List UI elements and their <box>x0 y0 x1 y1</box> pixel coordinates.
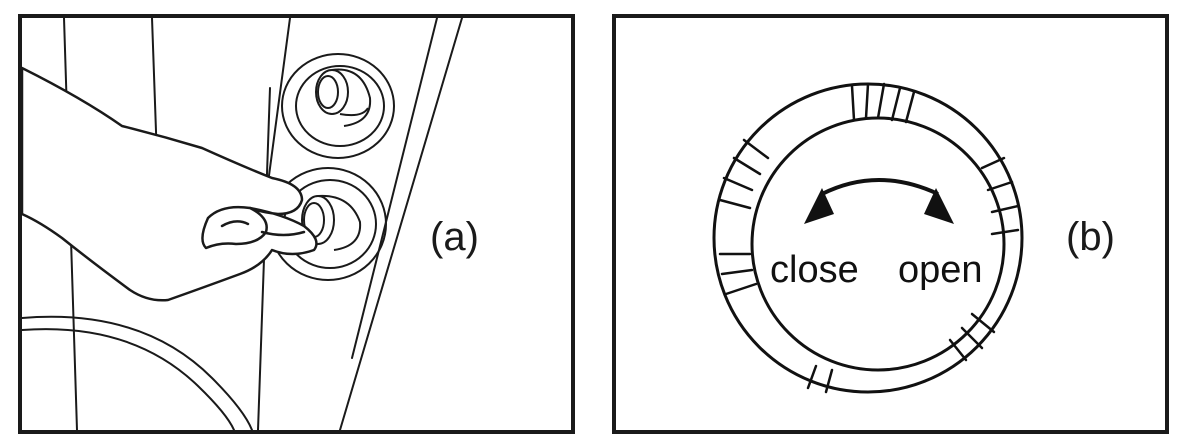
cabinet-edge-line <box>339 18 463 430</box>
panel-b-label: (b) <box>1066 215 1115 259</box>
panel-a-drawing: (a) <box>22 18 479 430</box>
rotate-arrow <box>804 178 954 224</box>
hand <box>22 66 318 302</box>
cabinet-edge-line <box>351 18 438 359</box>
arrow-head-left <box>804 188 834 224</box>
cabinet-edge-line <box>265 18 291 199</box>
dial-grip-ridges <box>718 82 1020 394</box>
arrow-head-right <box>924 188 954 224</box>
panel-a: (a) <box>18 14 575 434</box>
open-label: open <box>898 249 983 291</box>
dial-outer-ring <box>712 82 1024 394</box>
door-outline <box>22 315 253 430</box>
door-outline <box>22 328 235 430</box>
dial <box>712 82 1024 394</box>
panel-b: close open (b) <box>612 14 1169 434</box>
panel-b-drawing: close open (b) <box>712 82 1115 394</box>
upper-knob <box>281 53 395 159</box>
panel-a-label: (a) <box>430 215 479 259</box>
close-label: close <box>770 249 859 291</box>
